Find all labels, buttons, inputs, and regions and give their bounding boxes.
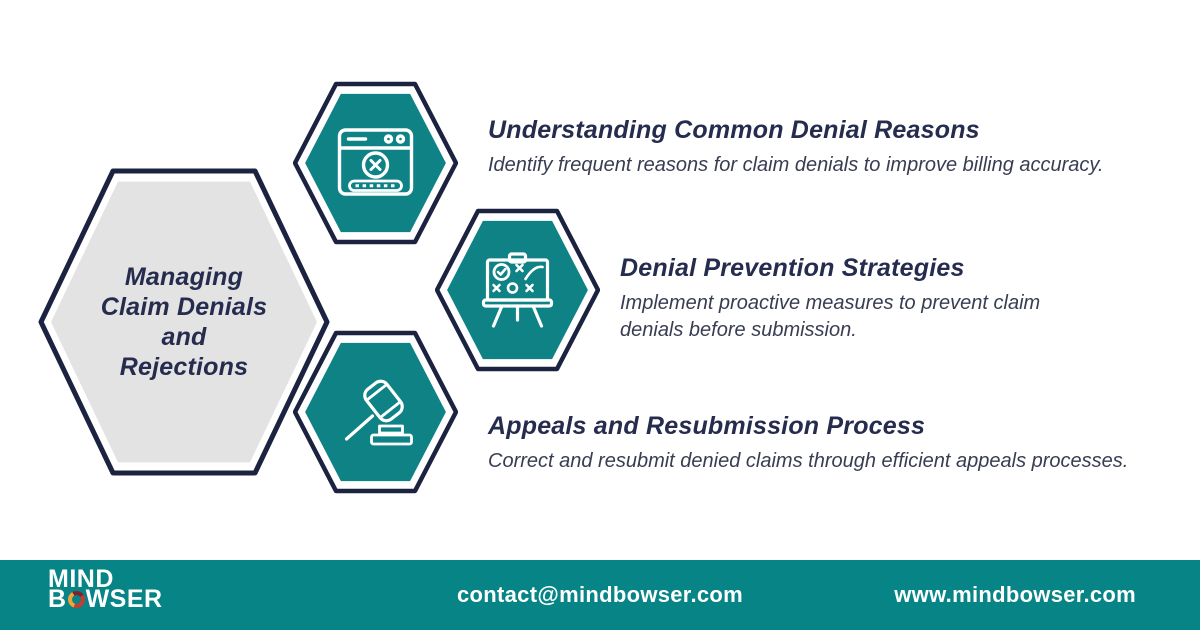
step2-text-block: Denial Prevention Strategies Implement p… xyxy=(620,254,1140,344)
logo-line-bowser: B WSER xyxy=(48,587,163,612)
main-title-line: Claim Denials xyxy=(100,293,268,321)
logo-swirl-o-icon xyxy=(67,591,85,608)
main-hexagon-fill xyxy=(51,181,317,463)
contact-email: contact@mindbowser.com xyxy=(457,582,743,607)
step3-heading: Appeals and Resubmission Process xyxy=(488,412,926,440)
step1-heading: Understanding Common Denial Reasons xyxy=(488,116,980,144)
logo-line-mind: MIND xyxy=(48,565,114,593)
step3-description: Correct and resubmit denied claims throu… xyxy=(488,450,1129,472)
browser-error-icon xyxy=(337,128,414,196)
logo-bowser-b: B xyxy=(48,585,67,613)
step2-heading: Denial Prevention Strategies xyxy=(620,254,965,282)
website-url: www.mindbowser.com xyxy=(894,582,1136,607)
step1-description: Identify frequent reasons for claim deni… xyxy=(488,154,1104,176)
mindbowser-logo: MIND B WSER xyxy=(48,565,163,612)
step3-hexagon xyxy=(293,327,458,497)
footer-bar: MIND B WSER contact@mindbowser.com www.mi… xyxy=(0,560,1200,630)
step1-text-block: Understanding Common Denial Reasons Iden… xyxy=(488,116,1168,179)
main-title: Managing Claim Denials and Rejections xyxy=(38,166,330,478)
logo-bowser-rest: WSER xyxy=(85,585,163,613)
main-title-line: Rejections xyxy=(119,353,249,381)
step2-hexagon xyxy=(435,205,600,375)
step1-hexagon xyxy=(293,78,458,248)
strategy-board-icon xyxy=(481,252,554,328)
step2-description: Implement proactive measures to prevent … xyxy=(620,292,1041,341)
step3-text-block: Appeals and Resubmission Process Correct… xyxy=(488,412,1178,475)
main-title-line: Managing xyxy=(124,263,244,291)
main-title-line: and xyxy=(161,323,207,351)
main-hexagon xyxy=(38,166,330,478)
gavel-icon xyxy=(344,379,413,446)
